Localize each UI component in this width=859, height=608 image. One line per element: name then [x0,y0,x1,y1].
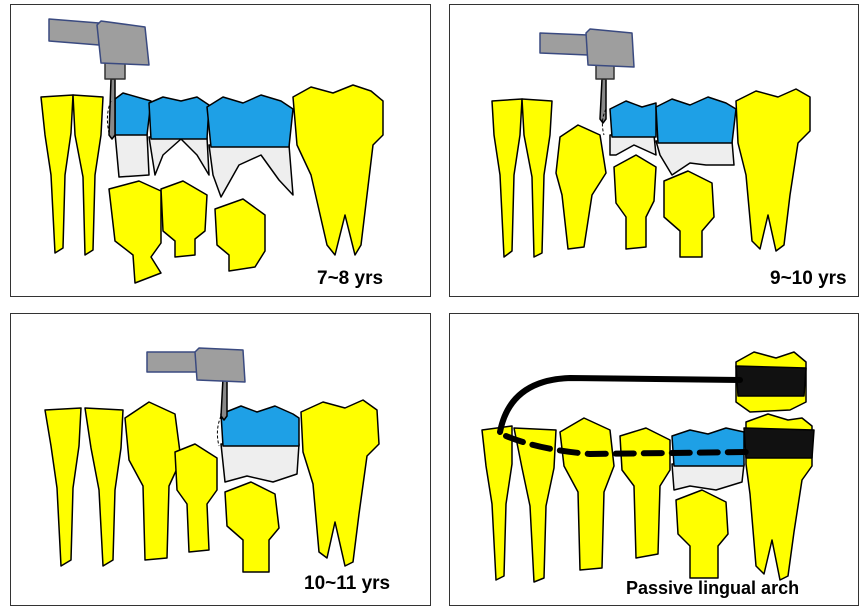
panel-label: 7~8 yrs [317,268,383,290]
developing-premolar-1 [161,181,207,257]
incisor-1 [45,408,81,566]
developing-premolar-2 [215,199,265,271]
panel-label: 10~11 yrs [304,573,390,595]
lingual-arch-wire [500,378,740,432]
panel-7-8-yrs: 7~8 yrs [10,4,431,297]
incisor-1 [492,99,522,257]
permanent-molar [293,85,383,255]
drill-head [49,19,99,45]
developing-premolar-2 [676,490,728,578]
primary-molar-2-crown [656,97,736,143]
primary-molar-2-root [656,141,734,175]
incisor-2 [522,99,552,257]
panel-label: 9~10 yrs [770,268,847,290]
permanent-molar [736,89,810,251]
canine [560,418,614,570]
canine [125,402,181,560]
primary-molar-crown [221,406,299,446]
panel-10-11-yrs: 10~11 yrs [10,313,431,606]
panel-passive-lingual-arch: Passive lingual arch [449,313,859,606]
developing-premolar-1 [614,155,656,249]
upper-molar-band [736,366,806,396]
developing-premolar-2 [225,482,279,572]
primary-molar-crown [672,428,744,466]
marginal-dashed [217,416,221,446]
lower-molar-band [744,428,814,458]
first-premolar [175,444,217,552]
primary-molar-2-root [209,145,293,197]
panel-9-10-yrs: 9~10 yrs [449,4,859,297]
drill-bit [221,378,227,420]
drill-head [540,33,588,55]
primary-canine-root [115,133,149,177]
primary-molar-1-crown [149,97,209,139]
first-premolar [620,428,670,558]
primary-molar-1-root [610,135,656,155]
incisor-1 [41,95,73,253]
drill-body [97,21,149,65]
panel-label: Passive lingual arch [626,578,799,599]
incisor-1 [482,426,512,580]
dental-illustration-10-11 [11,314,431,606]
dental-illustration-lingual-arch [450,314,859,606]
primary-molar-2-crown [207,95,293,147]
permanent-molar [301,400,379,566]
primary-molar-1-crown [610,101,656,137]
drill-bit [109,79,115,139]
incisor-2 [73,95,103,255]
drill-body [195,348,245,382]
primary-molar-1-root [149,137,209,175]
dental-illustration-9-10 [450,5,859,297]
drill-head [147,352,197,372]
dental-illustration-7-8 [11,5,431,297]
erupting-canine [556,125,606,249]
primary-molar-root [221,444,299,482]
developing-premolar-2 [664,171,714,257]
primary-canine-crown [115,93,151,135]
primary-molar-root [672,464,744,490]
drill-body [586,29,634,67]
developing-canine [109,181,161,283]
incisor-2 [85,408,123,566]
